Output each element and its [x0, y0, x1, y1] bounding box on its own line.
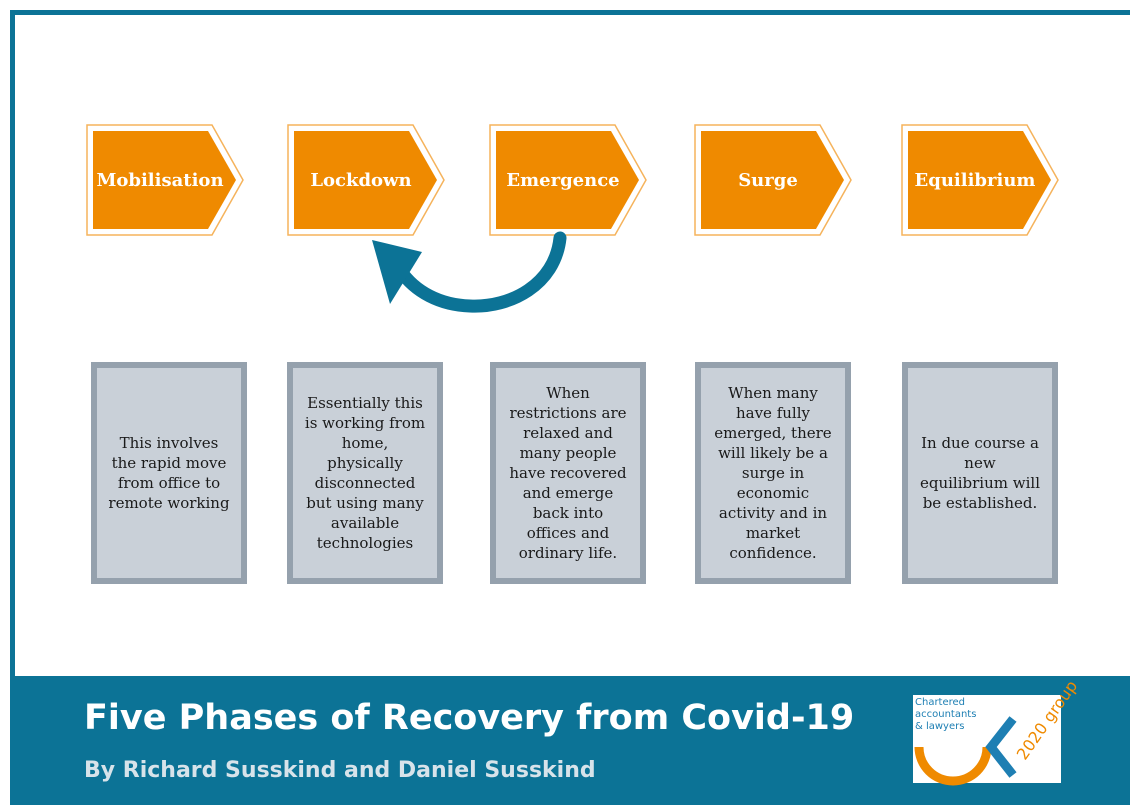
return-arrow-icon: [372, 231, 567, 313]
phase-label: Mobilisation: [96, 169, 224, 191]
phase-chevron-equilibrium: Equilibrium: [901, 124, 1059, 236]
phase-label: Equilibrium: [914, 169, 1036, 191]
frame-left-border: [10, 10, 15, 690]
page-subtitle: By Richard Susskind and Daniel Susskind: [84, 758, 596, 783]
logo-line: & lawyers: [915, 721, 965, 732]
phase-label: Lockdown: [310, 169, 412, 191]
page-title: Five Phases of Recovery from Covid-19: [84, 698, 855, 738]
frame-top-border: [10, 10, 1130, 15]
phase-description: Essentially this is working from home, p…: [304, 394, 426, 552]
phase-chevron-lockdown: Lockdown: [287, 124, 445, 236]
phase-description-card: When many have fully emerged, there will…: [695, 362, 851, 584]
phase-chevron-emergence: Emergence: [489, 124, 647, 236]
logo-mark-text: 2020 group: [1013, 677, 1081, 763]
chevron-shape: [901, 124, 1059, 236]
phase-chevron-mobilisation: Mobilisation: [86, 124, 244, 236]
phase-description: When restrictions are relaxed and many p…: [509, 384, 627, 562]
phase-label: Emergence: [506, 169, 620, 191]
phase-label: Surge: [738, 169, 798, 191]
phase-description: This involves the rapid move from office…: [108, 434, 230, 512]
chevron-shape: [86, 124, 244, 236]
logo-text: Chartered accountants & lawyers: [915, 697, 976, 733]
chevron-shape: [287, 124, 445, 236]
chevron-shape: [694, 124, 852, 236]
company-logo: 2020 group Chartered accountants & lawye…: [913, 677, 1081, 786]
phase-chevron-surge: Surge: [694, 124, 852, 236]
phase-description: When many have fully emerged, there will…: [714, 384, 832, 562]
logo-line: Chartered: [915, 697, 966, 708]
phase-description-card: When restrictions are relaxed and many p…: [490, 362, 646, 584]
phase-description-card: In due course a new equilibrium will be …: [902, 362, 1058, 584]
phase-description: In due course a new equilibrium will be …: [920, 434, 1040, 512]
phase-description-card: This involves the rapid move from office…: [91, 362, 247, 584]
chevron-shape: [489, 124, 647, 236]
footer-banner: Five Phases of Recovery from Covid-19 By…: [10, 676, 1130, 805]
logo-line: accountants: [915, 709, 977, 720]
phase-description-card: Essentially this is working from home, p…: [287, 362, 443, 584]
